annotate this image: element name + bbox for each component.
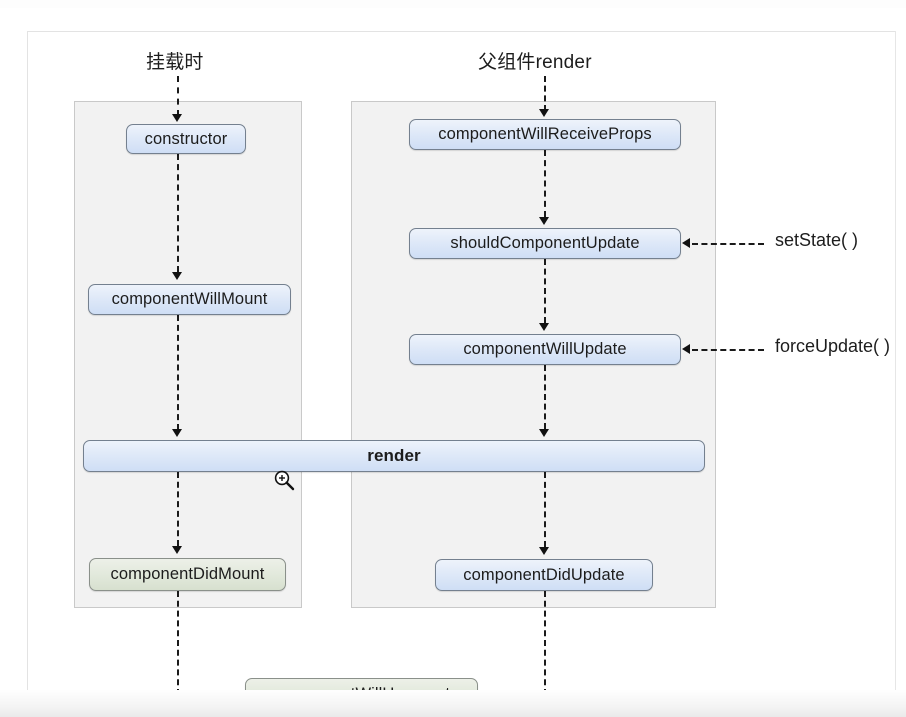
arrowhead-to-didupdate bbox=[539, 547, 549, 555]
magnifier-zoom-in-icon bbox=[272, 468, 296, 492]
arrowhead-forceupdate bbox=[682, 344, 690, 354]
connector-willreceive-to-shouldupdate bbox=[544, 150, 546, 217]
node-component-will-mount[interactable]: componentWillMount bbox=[88, 284, 291, 315]
node-should-component-update[interactable]: shouldComponentUpdate bbox=[409, 228, 681, 259]
right-edge-line bbox=[895, 31, 896, 717]
mount-phase-caption: 挂载时 bbox=[146, 52, 204, 73]
node-constructor[interactable]: constructor bbox=[126, 124, 246, 154]
arrowhead-to-didmount bbox=[172, 546, 182, 554]
forceupdate-label: forceUpdate( ) bbox=[775, 336, 891, 356]
bottom-fade bbox=[0, 690, 906, 717]
top-strip bbox=[0, 0, 906, 8]
node-component-did-update[interactable]: componentDidUpdate bbox=[435, 559, 653, 591]
arrowhead-to-willmount bbox=[172, 272, 182, 280]
arrowhead-to-shouldupdate bbox=[539, 217, 549, 225]
connector-didmount-to-unmount-vertical bbox=[177, 591, 179, 695]
connector-willmount-to-render bbox=[177, 315, 179, 430]
update-phase-caption: 父组件render bbox=[478, 52, 592, 73]
node-component-will-receive-props[interactable]: componentWillReceiveProps bbox=[409, 119, 681, 150]
connector-shouldupdate-to-willupdate bbox=[544, 259, 546, 323]
arrowhead-to-render-left bbox=[172, 429, 182, 437]
arrowhead-setstate bbox=[682, 238, 690, 248]
connector-forceupdate-to-willupdate bbox=[692, 349, 764, 351]
connector-constructor-to-willmount bbox=[177, 154, 179, 272]
node-render[interactable]: render bbox=[83, 440, 705, 472]
connector-render-to-didupdate bbox=[544, 472, 546, 547]
connector-update-caption-to-willreceive bbox=[544, 76, 546, 111]
arrowhead-to-render-right bbox=[539, 429, 549, 437]
arrowhead-to-willreceive bbox=[539, 109, 549, 117]
node-component-will-update[interactable]: componentWillUpdate bbox=[409, 334, 681, 365]
node-component-did-mount[interactable]: componentDidMount bbox=[89, 558, 286, 591]
connector-didupdate-to-unmount-vertical bbox=[544, 591, 546, 695]
connector-mount-caption-to-constructor bbox=[177, 76, 179, 116]
connector-render-to-didmount bbox=[177, 472, 179, 546]
arrowhead-to-willupdate bbox=[539, 323, 549, 331]
connector-willupdate-to-render bbox=[544, 365, 546, 429]
setstate-label: setState( ) bbox=[775, 230, 859, 250]
connector-setstate-to-shouldupdate bbox=[692, 243, 764, 245]
mount-phase-panel bbox=[74, 101, 302, 608]
arrowhead-to-constructor bbox=[172, 114, 182, 122]
